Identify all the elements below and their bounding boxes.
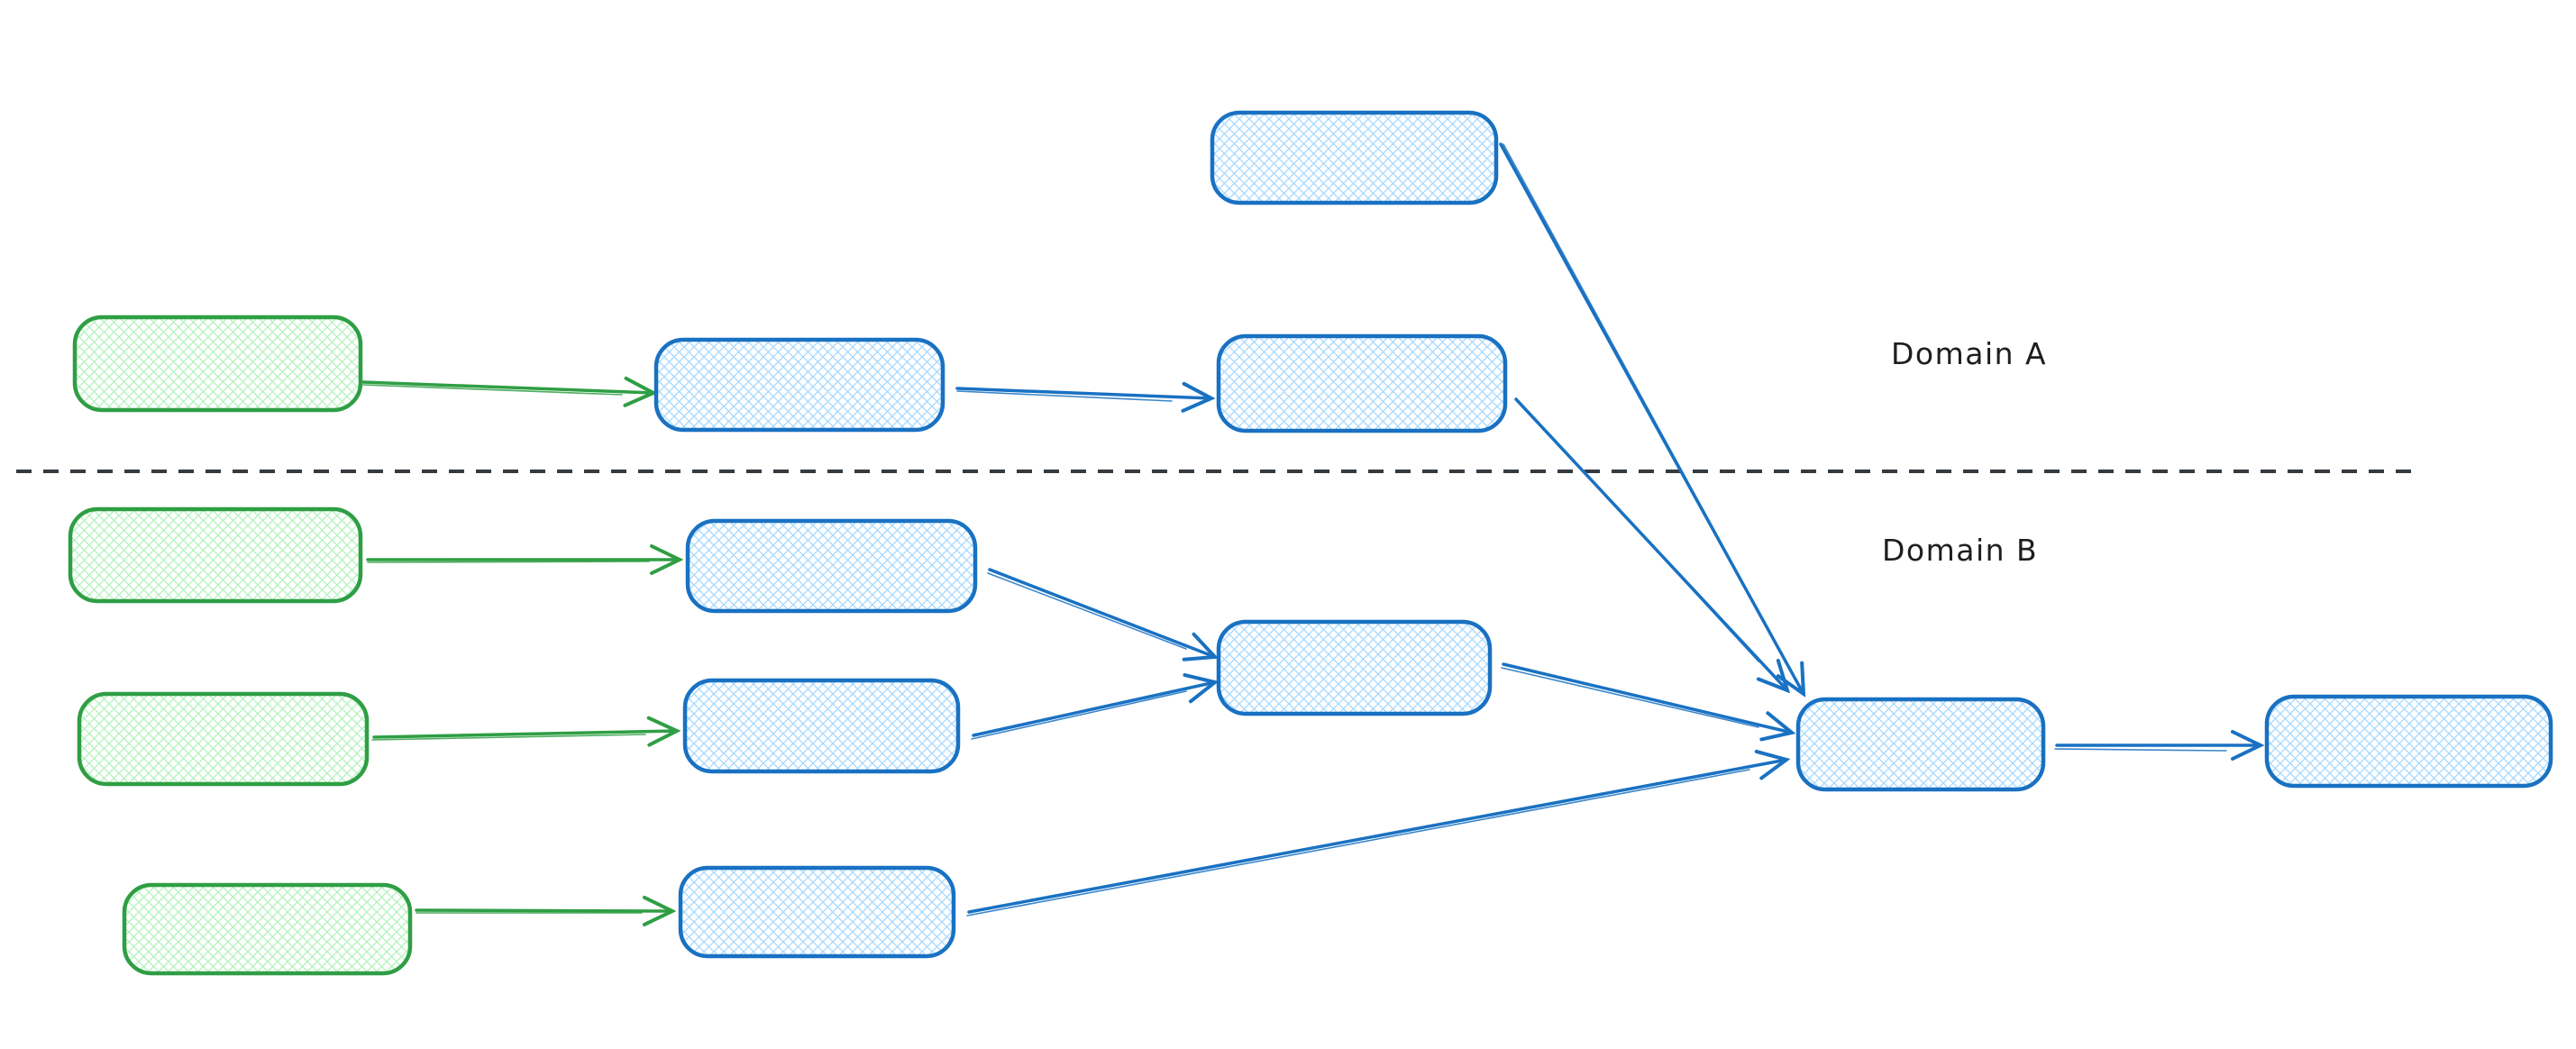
arrow-green-b2-to-b2[interactable] — [371, 731, 677, 740]
node-green-b3[interactable] — [122, 882, 413, 976]
node-blue-a1[interactable] — [653, 337, 945, 433]
node-green-b1[interactable] — [68, 506, 363, 604]
arrow-a1-to-a2[interactable] — [955, 388, 1211, 401]
node-blue-b2[interactable] — [682, 678, 961, 774]
node-blue-a2[interactable] — [1216, 333, 1508, 433]
arrow-b2-to-merge[interactable] — [971, 682, 1215, 740]
arrow-b3-to-converge[interactable] — [966, 760, 1786, 917]
arrow-merge-to-converge[interactable] — [1501, 662, 1792, 733]
node-blue-top[interactable] — [1210, 110, 1499, 205]
node-blue-b1[interactable] — [685, 518, 978, 614]
node-green-a[interactable] — [72, 315, 363, 413]
node-blue-b-merge[interactable] — [1216, 619, 1493, 716]
arrow-top-to-converge[interactable] — [1499, 142, 1804, 694]
node-green-b2[interactable] — [77, 691, 370, 787]
arrow-a2-to-converge[interactable] — [1514, 397, 1787, 690]
domain-a-label[interactable]: Domain A — [1891, 336, 2047, 371]
domain-b-label[interactable]: Domain B — [1882, 533, 2038, 568]
node-blue-b3[interactable] — [678, 865, 956, 959]
arrow-b1-to-merge[interactable] — [987, 568, 1215, 657]
arrow-green-b3-to-b3[interactable] — [415, 910, 672, 913]
node-blue-converge[interactable] — [1795, 697, 2046, 792]
arrow-converge-to-final[interactable] — [2054, 745, 2261, 751]
arrow-green-b1-to-b1[interactable] — [366, 560, 680, 562]
arrow-green-a-to-a1[interactable] — [361, 382, 653, 395]
node-blue-final[interactable] — [2264, 694, 2553, 789]
